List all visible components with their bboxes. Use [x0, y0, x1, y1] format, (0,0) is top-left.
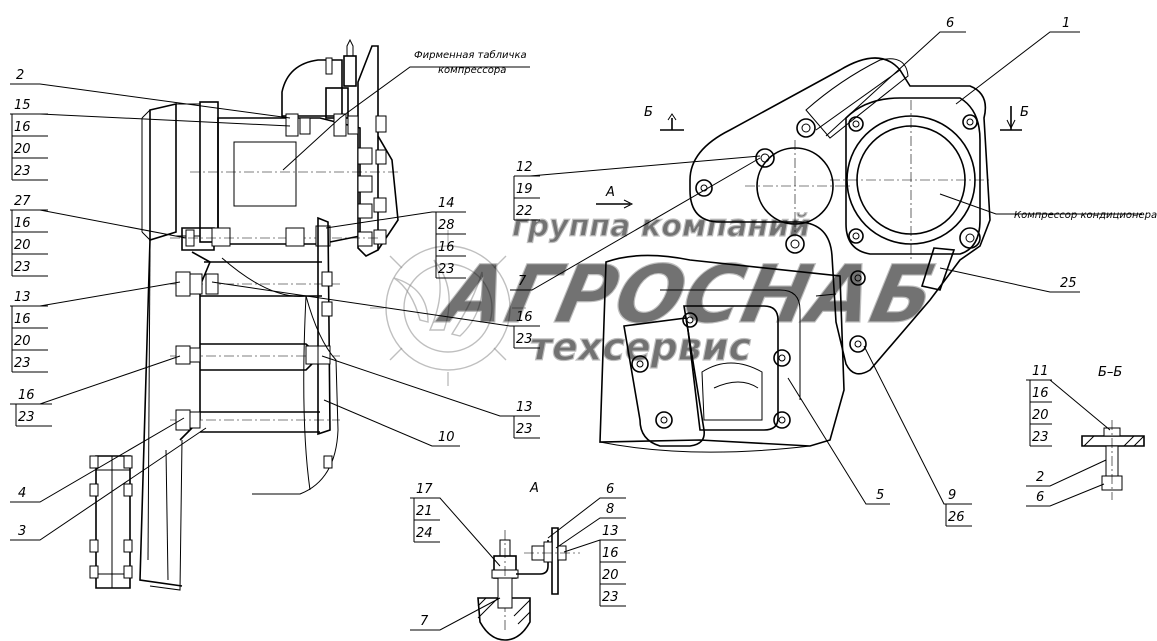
section-mark-right: Б — [1020, 105, 1029, 120]
callout-c-13: 13 16 20 23 — [11, 290, 48, 373]
callout-number: 12 — [516, 160, 533, 175]
callout-number: 9 — [948, 488, 956, 503]
callout-c-4: 4 — [18, 486, 26, 501]
callout-number: 13 — [602, 524, 619, 539]
callout-number: 11 — [1032, 364, 1049, 379]
callout-number: 24 — [416, 526, 433, 541]
callout-c-3: 3 — [18, 524, 26, 539]
callout-number: 1 — [1062, 16, 1070, 31]
callout-number: 20 — [14, 238, 31, 253]
callout-c-5: 5 — [876, 488, 884, 503]
callout-c-1: 1 — [1062, 16, 1070, 31]
callout-number: 28 — [438, 218, 455, 233]
callout-number: 23 — [14, 356, 31, 371]
callout-b-6: 6 — [1036, 490, 1044, 505]
left-view-assembly — [89, 38, 400, 591]
callout-number: 23 — [18, 410, 35, 425]
callout-number: 5 — [876, 488, 884, 503]
callout-number: 16 — [516, 310, 533, 325]
section-bb: Б–Б — [1081, 365, 1145, 500]
watermark-line1: группа компаний — [512, 209, 810, 244]
callout-c-7: 7 — [518, 274, 527, 289]
callout-number: 16 — [14, 120, 31, 135]
callout-b-2: 2 — [1036, 470, 1044, 485]
callout-number: 26 — [948, 510, 965, 525]
callout-a-13: 13 16 20 23 — [599, 524, 626, 607]
nameplate-note-line2: компрессора — [438, 65, 506, 76]
callout-number: 27 — [14, 194, 31, 209]
detail-a: А — [477, 481, 580, 641]
callout-number: 19 — [516, 182, 533, 197]
callout-number: 15 — [14, 98, 31, 113]
callout-labels: 2151620232716202313162023162343142816237… — [11, 16, 1077, 629]
callout-c-14: 14 28 16 23 — [435, 196, 466, 279]
callout-c-12: 12 19 22 — [513, 160, 540, 221]
nameplate-note-line1: Фирменная табличка — [414, 49, 527, 61]
callout-c-6: 6 — [946, 16, 954, 31]
callout-number: 2 — [1036, 470, 1044, 485]
callout-number: 6 — [1036, 490, 1044, 505]
callout-c-25: 25 — [1060, 276, 1077, 291]
callout-number: 23 — [516, 422, 533, 437]
callout-number: 13 — [14, 290, 31, 305]
callout-number: 2 — [16, 68, 24, 83]
callout-number: 20 — [602, 568, 619, 583]
callout-a-6: 6 — [606, 482, 614, 497]
callout-number: 14 — [438, 196, 455, 211]
callout-number: 23 — [602, 590, 619, 605]
callout-number: 16 — [14, 216, 31, 231]
callout-c-10: 10 — [438, 430, 455, 445]
callout-number: 20 — [14, 142, 31, 157]
watermark: группа компаний АГРОСНАБ техсервис — [370, 208, 944, 386]
watermark-line3: техсервис — [530, 325, 751, 369]
callout-number: 16 — [14, 312, 31, 327]
view-a-arrow: А — [605, 185, 615, 200]
callout-number: 23 — [14, 164, 31, 179]
callout-number: 10 — [438, 430, 455, 445]
callout-number: 7 — [518, 274, 527, 289]
callout-c-27: 27 16 20 23 — [11, 194, 48, 277]
callout-number: 6 — [606, 482, 614, 497]
callout-a-17: 17 21 24 — [413, 482, 440, 543]
callout-number: 23 — [1032, 430, 1049, 445]
callout-number: 7 — [420, 614, 429, 629]
callout-number: 21 — [416, 504, 433, 519]
section-markers: Б Б А — [596, 105, 1029, 209]
watermark-gear-icon — [370, 230, 526, 386]
callout-number: 4 — [18, 486, 26, 501]
callout-a-8: 8 — [606, 502, 614, 517]
callout-number: 17 — [416, 482, 433, 497]
callout-number: 20 — [1032, 408, 1049, 423]
callout-b-11: 11 16 20 23 — [1029, 364, 1052, 447]
callout-number: 8 — [606, 502, 614, 517]
callout-number: 23 — [438, 262, 455, 277]
callout-c-2: 2 — [16, 68, 24, 83]
callout-number: 13 — [516, 400, 533, 415]
callout-number: 23 — [14, 260, 31, 275]
callout-number: 25 — [1060, 276, 1077, 291]
callout-number: 23 — [516, 332, 533, 347]
callout-number: 22 — [516, 204, 533, 219]
ac-compressor-note: Компрессор кондиционера — [1014, 210, 1157, 221]
callout-number: 3 — [18, 524, 26, 539]
right-view-assembly — [599, 57, 991, 453]
callout-c-15: 15 16 20 23 — [11, 98, 48, 181]
callout-a-7: 7 — [420, 614, 429, 629]
notes: Фирменная табличка компрессора Компрессо… — [414, 49, 1157, 221]
section-mark-left: Б — [644, 105, 653, 120]
callout-number: 20 — [14, 334, 31, 349]
callout-c-9: 926 — [945, 488, 972, 527]
callout-number: 16 — [602, 546, 619, 561]
callout-number: 16 — [438, 240, 455, 255]
callout-number: 16 — [1032, 386, 1049, 401]
view-a-title: А — [529, 481, 539, 496]
callout-number: 16 — [18, 388, 35, 403]
callout-number: 6 — [946, 16, 954, 31]
section-title: Б–Б — [1098, 365, 1122, 380]
